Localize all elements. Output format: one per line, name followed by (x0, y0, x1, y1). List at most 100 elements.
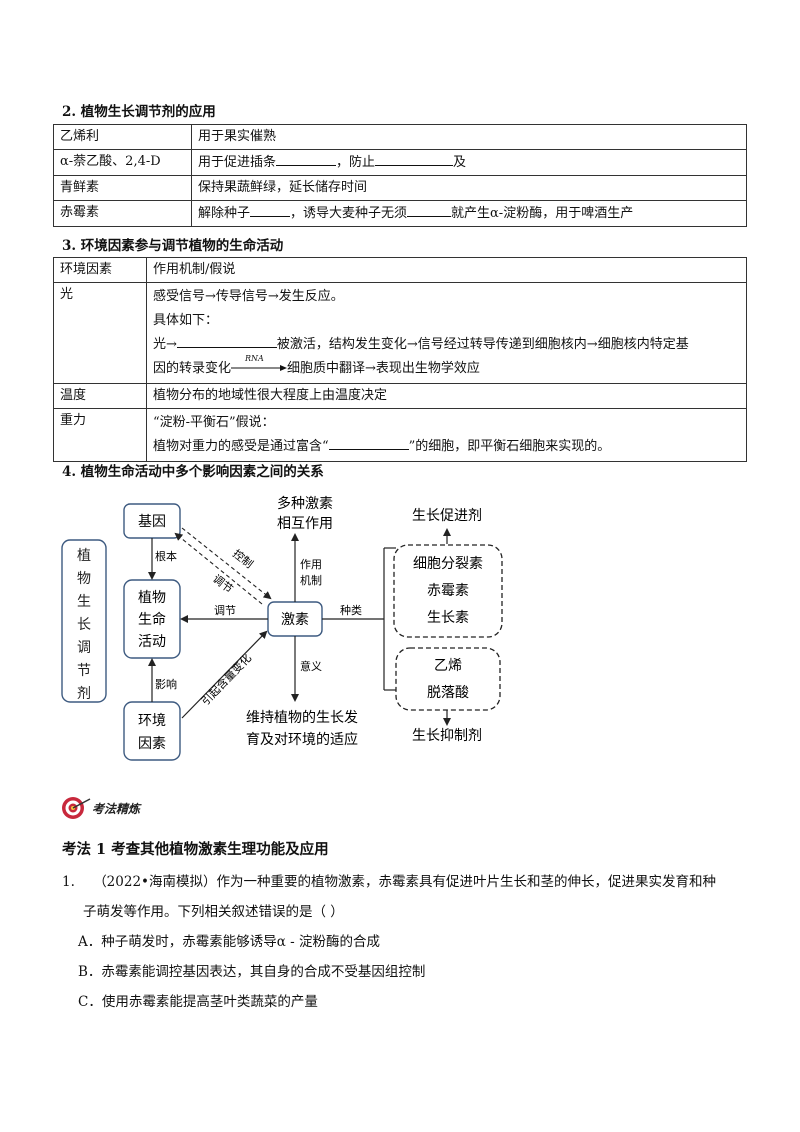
env-label: 因素 (138, 736, 166, 752)
cell-name: 赤霉素 (53, 200, 192, 227)
desc-text: 用于果实催熟 (198, 129, 277, 144)
kaofa-title: 考法 1 考查其他植物激素生理功能及应用 (62, 841, 329, 858)
regulator-char: 植 (77, 548, 91, 564)
desc-text: 用于促进插条 (198, 155, 277, 170)
desc-text: ，防止 (336, 155, 376, 170)
desc-line: 光→ 被激活，结构发生变化→信号经过转导传递到细胞核内→细胞核内特定基 (153, 333, 740, 357)
regulator-char: 物 (77, 571, 91, 587)
question-1: 1. （2022•海南模拟）作为一种重要的植物激素，赤霉素具有促进叶片生长和茎的… (62, 872, 716, 892)
desc-text: 就产生α-淀粉酶，用于啤酒生产 (451, 206, 634, 221)
cell-desc: 用于果实催熟 (191, 124, 747, 150)
rna-label: RNA (245, 354, 264, 363)
environment-table: 环境因素 作用机制/假说 光 感受信号→传导信号→发生反应。 具体如下： 光→被… (53, 257, 747, 462)
question-number: 1. (62, 874, 75, 890)
gene-label: 基因 (138, 513, 166, 530)
label-kinds: 种类 (340, 603, 362, 617)
promoter-item: 细胞分裂素 (413, 556, 483, 572)
regulator-box (61, 539, 107, 703)
arrow-gene-hormone (181, 527, 272, 600)
hormone-label: 激素 (281, 611, 309, 628)
target-icon: 考法精炼 (62, 797, 142, 819)
label-control: 控制 (230, 546, 256, 571)
label-meaning: 意义 (300, 659, 322, 673)
question-stem: 子萌发等作用。下列相关叙述错误的是（ ） (83, 904, 344, 920)
maintain-label: 维持植物的生长发 (246, 710, 358, 726)
table-row: 温度 植物分布的地域性很大程度上由温度决定 (53, 383, 747, 409)
desc-text: 解除种子 (198, 206, 251, 221)
kaofa-badge: 考法精炼 (60, 795, 160, 827)
desc-text: 植物对重力的感受是通过富含“ (153, 439, 329, 454)
promoters-box (393, 544, 503, 638)
rna-arrow: RNA (231, 354, 288, 381)
desc-text: “淀粉-平衡石”假说： (153, 415, 275, 430)
fill-blank[interactable] (328, 436, 409, 450)
fill-blank[interactable] (276, 152, 337, 166)
table-row: 赤霉素 解除种子 ，诱导大麦种子无须 就产生α-淀粉酶，用于啤酒生产 (53, 200, 747, 227)
table-row: 光 感受信号→传导信号→发生反应。 具体如下： 光→ 被激活，结构发生变化→信号经… (53, 282, 747, 384)
regulator-char: 调 (77, 640, 91, 656)
desc-text: 保持果蔬鲜绿，延长储存时间 (198, 180, 368, 195)
fill-blank[interactable] (375, 152, 454, 166)
desc-text: 细胞质中翻译→表现出生物学效应 (287, 361, 480, 376)
fill-blank[interactable] (250, 203, 291, 217)
option-b[interactable]: B．赤霉素能调控基因表达，其自身的合成不受基因组控制 (78, 964, 426, 980)
desc-text: 具体如下： (153, 313, 219, 328)
inhibitor-item: 脱落酸 (427, 685, 469, 701)
multi-hormone-label: 多种激素 (277, 495, 333, 512)
cell-name: 重力 (53, 408, 147, 462)
cell-desc: 解除种子 ，诱导大麦种子无须 就产生α-淀粉酶，用于啤酒生产 (191, 200, 747, 227)
cell-desc: 保持果蔬鲜绿，延长储存时间 (191, 175, 747, 201)
section2-title: 2. 植物生长调节剂的应用 (62, 104, 216, 120)
env-label: 环境 (138, 713, 166, 729)
cell-name: α-萘乙酸、2,4-D (53, 149, 192, 176)
inhibitors-box (395, 647, 501, 711)
cell-desc: 植物分布的地域性很大程度上由温度决定 (146, 383, 747, 409)
long-arrow-icon (231, 365, 288, 371)
section4-title: 4. 植物生命活动中多个影响因素之间的关系 (62, 464, 324, 480)
multi-hormone-label: 相互作用 (277, 516, 333, 532)
fill-blank[interactable] (407, 203, 452, 217)
factor-relation-diagram: 植 物 生 长 调 节 剂 基因 植物 生命 活动 环境 因素 激素 根本 影响… (61, 495, 503, 761)
arrow-hormone-gene (174, 532, 263, 605)
cell-desc: “淀粉-平衡石”假说： 植物对重力的感受是通过富含“ ”的细胞，即平衡石细胞来实现… (146, 408, 747, 462)
desc-text: 光→ (153, 337, 177, 352)
table-row: 乙烯利 用于果实催熟 (53, 124, 747, 150)
promoters-title: 生长促进剂 (412, 508, 482, 524)
desc-text: 因的转录变化 (153, 361, 232, 376)
life-label: 活动 (138, 634, 166, 650)
label-regulate2: 调节 (210, 572, 235, 596)
desc-text: ”的细胞，即平衡石细胞来实现的。 (408, 439, 611, 454)
life-label: 生命 (138, 611, 166, 628)
inhibitor-item: 乙烯 (434, 658, 462, 674)
desc-text: 及 (453, 155, 467, 170)
regulator-char: 生 (77, 594, 91, 610)
desc-line: 因的转录变化 RNA 细胞质中翻译→表现出生物学效应 (153, 354, 740, 381)
cell-name: 乙烯利 (53, 124, 192, 150)
label-regulate: 调节 (214, 604, 236, 617)
arrow-env-hormone (181, 630, 268, 719)
cell-name: 光 (53, 282, 147, 384)
regulator-char: 长 (77, 617, 91, 633)
option-a[interactable]: A．种子萌发时，赤霉素能够诱导α - 淀粉酶的合成 (78, 934, 381, 950)
table-row: 青鲜素 保持果蔬鲜绿，延长储存时间 (53, 175, 747, 201)
regulator-char: 节 (77, 663, 91, 679)
label-influence: 影响 (155, 678, 177, 691)
cell-desc: 感受信号→传导信号→发生反应。 具体如下： 光→ 被激活，结构发生变化→信号经过转… (146, 282, 747, 384)
cell-desc: 用于促进插条 ，防止 及 (191, 149, 747, 176)
option-c[interactable]: C．使用赤霉素能提高茎叶类蔬菜的产量 (78, 994, 318, 1010)
section3-title: 3. 环境因素参与调节植物的生命活动 (62, 238, 284, 254)
promoter-item: 生长素 (427, 610, 469, 626)
inhibitors-title: 生长抑制剂 (412, 728, 482, 744)
promoter-item: 赤霉素 (427, 583, 469, 599)
desc-text: 感受信号→传导信号→发生反应。 (153, 289, 344, 304)
question-stem: （2022•海南模拟）作为一种重要的植物激素，赤霉素具有促进叶片生长和茎的伸长，… (93, 874, 717, 890)
desc-line: 植物对重力的感受是通过富含“ ”的细胞，即平衡石细胞来实现的。 (153, 435, 740, 459)
table-row: 重力 “淀粉-平衡石”假说： 植物对重力的感受是通过富含“ ”的细胞，即平衡石细胞… (53, 408, 747, 462)
fill-blank[interactable] (176, 334, 277, 348)
desc-text: ，诱导大麦种子无须 (290, 206, 408, 221)
table-row: α-萘乙酸、2,4-D 用于促进插条 ，防止 及 (53, 149, 747, 176)
life-label: 植物 (138, 590, 166, 606)
label-mechanism: 作用 (300, 558, 322, 571)
desc-text: 被激活，结构发生变化→信号经过转导传递到细胞核内→细胞核内特定基 (276, 337, 689, 352)
label-mechanism: 机制 (300, 573, 322, 587)
